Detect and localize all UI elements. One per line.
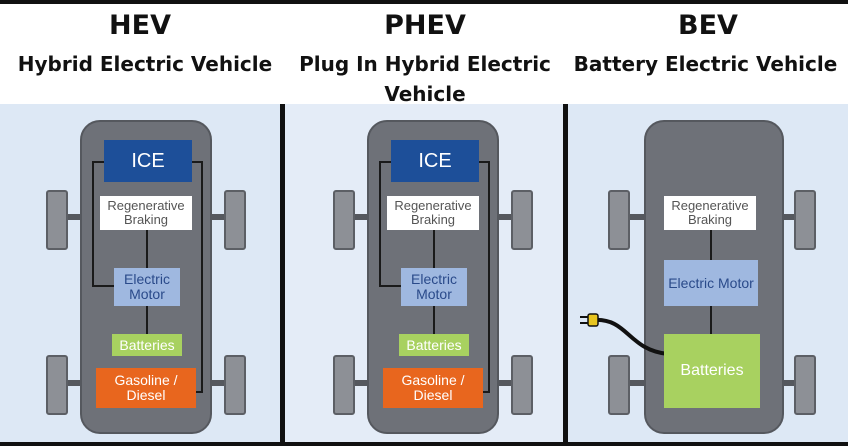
gasoline-diesel-box: Gasoline / Diesel <box>383 368 483 408</box>
bev-panel: Regenerative Braking Electric Motor Batt… <box>568 104 848 442</box>
wheel-rear-left <box>333 355 355 415</box>
connector <box>379 161 391 163</box>
connector <box>481 391 490 393</box>
ice-motor-line <box>92 161 94 287</box>
ice-fuel-line <box>488 161 490 393</box>
bev-title: Battery Electric Vehicle <box>573 52 838 76</box>
regen-braking-box: Regenerative Braking <box>387 196 479 230</box>
wheel-rear-right <box>794 355 816 415</box>
hev-abbr: HEV <box>109 10 171 41</box>
phev-abbr: PHEV <box>384 10 466 41</box>
hev-title: Hybrid Electric Vehicle <box>17 52 273 76</box>
electric-motor-box: Electric Motor <box>114 268 180 306</box>
phev-panel: ICE Regenerative Braking Electric Motor … <box>285 104 563 442</box>
batteries-box: Batteries <box>664 334 760 408</box>
phev-car-diagram: ICE Regenerative Braking Electric Motor … <box>285 104 565 442</box>
wheel-rear-right <box>511 355 533 415</box>
wheel-rear-left <box>46 355 68 415</box>
wheel-front-right <box>224 190 246 250</box>
bev-abbr: BEV <box>678 10 738 41</box>
ice-fuel-line <box>201 161 203 393</box>
connector <box>92 161 104 163</box>
wheel-front-left <box>333 190 355 250</box>
wheel-front-right <box>794 190 816 250</box>
regen-braking-box: Regenerative Braking <box>664 196 756 230</box>
gasoline-diesel-box: Gasoline / Diesel <box>96 368 196 408</box>
regen-motor-link <box>433 230 435 268</box>
wheel-front-left <box>608 190 630 250</box>
electric-motor-box: Electric Motor <box>664 260 758 306</box>
connector <box>379 285 401 287</box>
wheel-rear-left <box>608 355 630 415</box>
batteries-box: Batteries <box>112 334 182 356</box>
ice-box: ICE <box>391 140 479 182</box>
wheel-front-right <box>511 190 533 250</box>
plug-icon <box>587 313 599 327</box>
charging-cord <box>580 313 669 356</box>
hev-panel: ICE Regenerative Braking Electric Motor … <box>0 104 280 442</box>
regen-motor-link <box>710 230 712 262</box>
batteries-box: Batteries <box>399 334 469 356</box>
connector <box>478 161 490 163</box>
wheel-front-left <box>46 190 68 250</box>
ice-box: ICE <box>104 140 192 182</box>
wheel-rear-right <box>224 355 246 415</box>
motor-battery-link <box>146 304 148 334</box>
connector <box>191 161 203 163</box>
regen-braking-box: Regenerative Braking <box>100 196 192 230</box>
electric-motor-box: Electric Motor <box>401 268 467 306</box>
hev-car-diagram: ICE Regenerative Braking Electric Motor … <box>0 104 280 442</box>
ice-motor-line <box>379 161 381 287</box>
motor-battery-link <box>710 304 712 334</box>
regen-motor-link <box>146 230 148 268</box>
motor-battery-link <box>433 304 435 334</box>
connector <box>92 285 114 287</box>
header: HEV Hybrid Electric Vehicle PHEV Plug In… <box>0 4 848 106</box>
phev-title: Plug In Hybrid Electric Vehicle <box>299 52 551 106</box>
connector <box>194 391 203 393</box>
bev-car-diagram: Regenerative Braking Electric Motor Batt… <box>568 104 848 442</box>
